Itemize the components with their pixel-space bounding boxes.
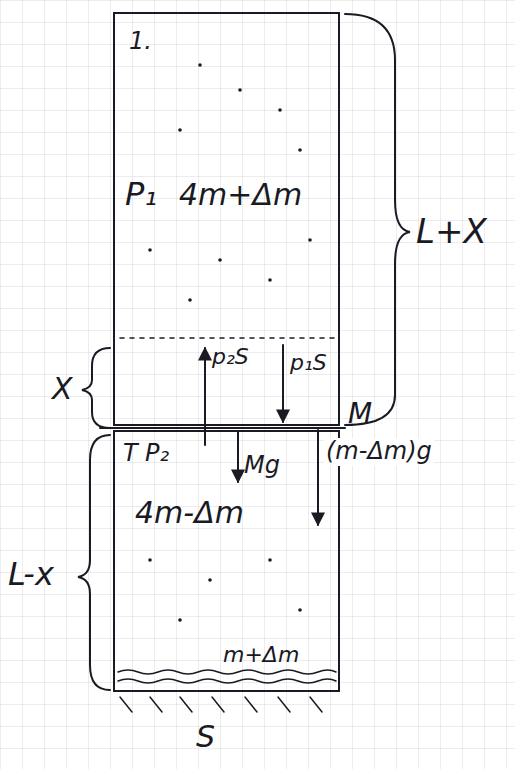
brace (345, 14, 410, 425)
quantity-label: 4m-Δm (135, 496, 244, 531)
liquid-line (118, 679, 336, 683)
physics-label: (m-Δm)g (324, 438, 434, 466)
quantity-label: T (123, 440, 138, 468)
gas-compartment: TP₂ 4m-Δm m+Δm (113, 430, 340, 692)
physics-label: L+X (416, 212, 487, 251)
brace (78, 435, 110, 690)
physics-label: p₁S (290, 350, 327, 375)
quantity-label: P₁ (125, 176, 157, 213)
physics-label: M (348, 398, 372, 430)
physics-label: Mg (244, 452, 280, 480)
physics-label: X (52, 372, 73, 407)
liquid-line (118, 670, 336, 674)
physics-label: S (196, 720, 215, 755)
physics-label: L-x (8, 556, 54, 593)
force-arrow (317, 430, 319, 525)
brace (82, 348, 110, 428)
quantity-label: m+Δm (223, 642, 299, 667)
physics-label: p₂S (212, 344, 249, 369)
quantity-label: 1. (129, 28, 152, 56)
ground-hatch (120, 697, 322, 712)
quantity-label: P₂ (145, 440, 169, 468)
piston (100, 427, 345, 429)
dashed-line (120, 337, 335, 339)
force-arrow (237, 432, 239, 482)
quantity-label: 4m+Δm (179, 178, 302, 213)
force-arrow (282, 345, 284, 422)
gas-dots (148, 63, 312, 622)
